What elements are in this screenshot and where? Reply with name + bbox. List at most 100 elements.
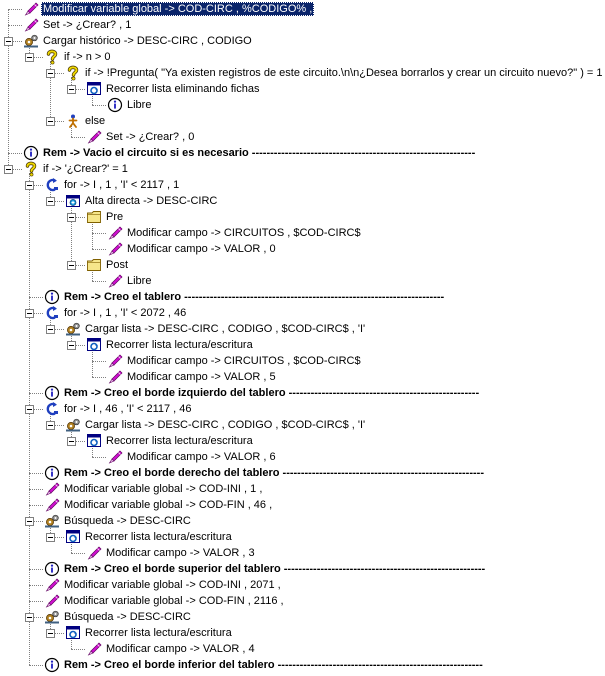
tree-row[interactable]: Recorrer lista lectura/escritura xyxy=(0,529,588,545)
collapse-toggle[interactable] xyxy=(46,421,55,430)
tree-row[interactable]: Modificar campo -> VALOR , 4 xyxy=(0,641,588,657)
tree-node-label[interactable]: Modificar campo -> VALOR , 4 xyxy=(106,643,255,655)
tree-row[interactable]: Libre xyxy=(0,273,588,289)
tree-node-label[interactable]: Alta directa -> DESC-CIRC xyxy=(85,195,218,207)
tree-row[interactable]: Rem -> Creo el borde derecho del tablero… xyxy=(0,465,588,481)
tree-node-label[interactable]: Recorrer lista lectura/escritura xyxy=(106,339,253,351)
tree-row[interactable]: Recorrer lista lectura/escritura xyxy=(0,625,588,641)
tree-row[interactable]: Rem -> Creo el borde superior del tabler… xyxy=(0,561,588,577)
collapse-toggle[interactable] xyxy=(46,69,55,78)
collapse-toggle[interactable] xyxy=(67,341,76,350)
collapse-toggle[interactable] xyxy=(4,37,13,46)
tree-row[interactable]: Modificar campo -> VALOR , 5 xyxy=(0,369,588,385)
tree-node-label[interactable]: Rem -> Creo el borde superior del tabler… xyxy=(64,563,486,575)
tree-node-label[interactable]: Modificar variable global -> COD-FIN , 4… xyxy=(64,499,273,511)
tree-row[interactable]: Pre xyxy=(0,209,588,225)
tree-node-label[interactable]: for -> I , 1 , 'I' < 2117 , 1 xyxy=(64,179,180,191)
tree-node-label[interactable]: Búsqueda -> DESC-CIRC xyxy=(64,611,191,623)
tree-node-label[interactable]: Recorrer lista lectura/escritura xyxy=(85,627,232,639)
tree-node-label[interactable]: if -> n > 0 xyxy=(64,51,111,63)
tree-node-label[interactable]: Pre xyxy=(106,211,124,223)
collapse-toggle[interactable] xyxy=(67,85,76,94)
tree-node-label[interactable]: Modificar campo -> VALOR , 5 xyxy=(127,371,276,383)
tree-row[interactable]: Libre xyxy=(0,97,588,113)
collapse-toggle[interactable] xyxy=(46,629,55,638)
tree-row[interactable]: for -> I , 1 , 'I' < 2117 , 1 xyxy=(0,177,588,193)
tree-node-label[interactable]: Recorrer lista eliminando fichas xyxy=(106,83,260,95)
tree-row[interactable]: Modificar campo -> CIRCUITOS , $COD-CIRC… xyxy=(0,225,588,241)
tree-node-label[interactable]: Cargar lista -> DESC-CIRC , CODIGO , $CO… xyxy=(85,419,366,431)
tree-node-label[interactable]: Modificar campo -> VALOR , 6 xyxy=(127,451,276,463)
tree-row[interactable]: for -> I , 1 , 'I' < 2072 , 46 xyxy=(0,305,588,321)
collapse-toggle[interactable] xyxy=(25,405,34,414)
tree-row[interactable]: for -> I , 46 , 'I' < 2117 , 46 xyxy=(0,401,588,417)
tree-row[interactable]: Post xyxy=(0,257,588,273)
tree-node-label[interactable]: Rem -> Creo el borde derecho del tablero… xyxy=(64,467,484,479)
collapse-toggle[interactable] xyxy=(46,117,55,126)
collapse-toggle[interactable] xyxy=(46,197,55,206)
tree-row[interactable]: Modificar campo -> CIRCUITOS , $COD-CIRC… xyxy=(0,353,588,369)
tree-node-label[interactable]: Modificar campo -> CIRCUITOS , $COD-CIRC… xyxy=(127,227,361,239)
tree-node-label[interactable]: Post xyxy=(106,259,129,271)
tree-row[interactable]: Recorrer lista eliminando fichas xyxy=(0,81,588,97)
tree-node-label[interactable]: Cargar lista -> DESC-CIRC , CODIGO , $CO… xyxy=(85,323,366,335)
tree-node-label[interactable]: Modificar campo -> VALOR , 3 xyxy=(106,547,255,559)
tree-row[interactable]: Modificar variable global -> COD-FIN , 2… xyxy=(0,593,588,609)
tree-row[interactable]: Modificar campo -> VALOR , 6 xyxy=(0,449,588,465)
tree-node-label[interactable]: for -> I , 46 , 'I' < 2117 , 46 xyxy=(64,403,192,415)
tree-node-label[interactable]: Set -> ¿Crear? , 0 xyxy=(106,131,195,143)
tree-row[interactable]: Modificar campo -> VALOR , 0 xyxy=(0,241,588,257)
collapse-toggle[interactable] xyxy=(25,53,34,62)
tree-node-label[interactable]: Rem -> Creo el tablero -----------------… xyxy=(64,291,445,303)
tree-node-label[interactable]: Modificar variable global -> COD-FIN , 2… xyxy=(64,595,284,607)
collapse-toggle[interactable] xyxy=(25,613,34,622)
tree-row[interactable]: Búsqueda -> DESC-CIRC xyxy=(0,609,588,625)
tree-row[interactable]: Modificar campo -> VALOR , 3 xyxy=(0,545,588,561)
tree-row[interactable]: if -> '¿Crear?' = 1 xyxy=(0,161,588,177)
tree-row[interactable]: Modificar variable global -> COD-INI , 2… xyxy=(0,577,588,593)
tree-row[interactable]: Modificar variable global -> COD-FIN , 4… xyxy=(0,497,588,513)
tree-node-label[interactable]: Búsqueda -> DESC-CIRC xyxy=(64,515,191,527)
collapse-toggle[interactable] xyxy=(46,325,55,334)
tree-row[interactable]: Modificar variable global -> COD-INI , 1… xyxy=(0,481,588,497)
tree-node-label[interactable]: Cargar histórico -> DESC-CIRC , CODIGO xyxy=(43,35,252,47)
tree-row[interactable]: Recorrer lista lectura/escritura xyxy=(0,433,588,449)
collapse-toggle[interactable] xyxy=(25,517,34,526)
tree-node-label[interactable]: Modificar variable global -> COD-CIRC , … xyxy=(41,2,315,16)
tree-row[interactable]: Cargar lista -> DESC-CIRC , CODIGO , $CO… xyxy=(0,417,588,433)
collapse-toggle[interactable] xyxy=(67,213,76,222)
tree-row[interactable]: Rem -> Vacio el circuito si es necesario… xyxy=(0,145,588,161)
tree-row[interactable]: Rem -> Creo el tablero -----------------… xyxy=(0,289,588,305)
tree-node-label[interactable]: Rem -> Creo el borde inferior del tabler… xyxy=(64,659,483,671)
tree-row[interactable]: Rem -> Creo el borde inferior del tabler… xyxy=(0,657,588,673)
collapse-toggle[interactable] xyxy=(4,165,13,174)
tree-node-label[interactable]: Modificar variable global -> COD-INI , 2… xyxy=(64,579,281,591)
tree-node-label[interactable]: Modificar campo -> VALOR , 0 xyxy=(127,243,276,255)
tree-row[interactable]: Rem -> Creo el borde izquierdo del table… xyxy=(0,385,588,401)
tree-row[interactable]: Cargar lista -> DESC-CIRC , CODIGO , $CO… xyxy=(0,321,588,337)
tree-node-label[interactable]: Modificar campo -> CIRCUITOS , $COD-CIRC… xyxy=(127,355,361,367)
tree-row[interactable]: else xyxy=(0,113,588,129)
tree-node-label[interactable]: Libre xyxy=(127,275,152,287)
tree-node-label[interactable]: if -> !Pregunta( "Ya existen registros d… xyxy=(85,67,603,79)
collapse-toggle[interactable] xyxy=(25,309,34,318)
tree-row[interactable]: Cargar histórico -> DESC-CIRC , CODIGO xyxy=(0,33,588,49)
collapse-toggle[interactable] xyxy=(67,437,76,446)
tree-node-label[interactable]: if -> '¿Crear?' = 1 xyxy=(43,163,128,175)
tree-row[interactable]: Búsqueda -> DESC-CIRC xyxy=(0,513,588,529)
collapse-toggle[interactable] xyxy=(46,533,55,542)
tree-node-label[interactable]: Rem -> Vacio el circuito si es necesario… xyxy=(43,147,476,159)
tree-row[interactable]: Recorrer lista lectura/escritura xyxy=(0,337,588,353)
tree-row[interactable]: if -> n > 0 xyxy=(0,49,588,65)
collapse-toggle[interactable] xyxy=(67,261,76,270)
tree-node-label[interactable]: else xyxy=(85,115,106,127)
tree-row[interactable]: Modificar variable global -> COD-CIRC , … xyxy=(0,1,588,17)
tree-node-label[interactable]: Recorrer lista lectura/escritura xyxy=(85,531,232,543)
tree-row[interactable]: Set -> ¿Crear? , 1 xyxy=(0,17,588,33)
tree-row[interactable]: if -> !Pregunta( "Ya existen registros d… xyxy=(0,65,603,81)
tree-node-label[interactable]: for -> I , 1 , 'I' < 2072 , 46 xyxy=(64,307,187,319)
collapse-toggle[interactable] xyxy=(25,181,34,190)
tree-node-label[interactable]: Rem -> Creo el borde izquierdo del table… xyxy=(64,387,480,399)
tree-row[interactable]: Set -> ¿Crear? , 0 xyxy=(0,129,588,145)
